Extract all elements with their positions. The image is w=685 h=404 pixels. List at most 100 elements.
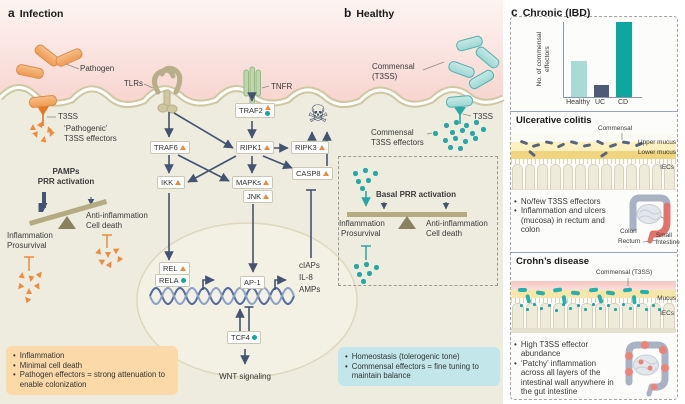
il8-label: IL-8 [299, 273, 313, 282]
prosurvival-label-b: Prosurvival [341, 229, 381, 238]
crohns-effector-dot-icon [562, 303, 565, 306]
crohns-effector-dot-icon [533, 303, 536, 306]
crohns-patches [625, 341, 669, 391]
t3ss-syringe-commensal-icon [454, 107, 466, 124]
uc-iecs-label: IECs [660, 164, 674, 171]
anti-inflammation-label-b: Anti-inflammation [426, 219, 488, 228]
commensal-effector-icon [464, 123, 469, 128]
pathogenic-effectors-label-2: T3SS effectors [64, 134, 117, 143]
crohns-effector-dot-icon [540, 307, 543, 310]
node-ikk: IKK [157, 176, 186, 189]
summary-bullet: Inflammation [13, 351, 171, 361]
commensal-effector-icon [353, 171, 358, 176]
node-tcf4: TCF4 [227, 331, 261, 344]
uc-epithelium-illustration [511, 134, 676, 190]
crohns-effector-dot-icon [658, 308, 661, 311]
crohns-effector-dot-icon [607, 304, 610, 307]
wnt-signaling-label: WNT signaling [219, 372, 271, 381]
cell-death-label-a: Cell death [86, 221, 123, 230]
crohns-bullets: •High T3SS effector abundance •‘Patchy’ … [514, 340, 614, 397]
chart-category-uc: UC [594, 99, 606, 106]
node-ripk3: RIPK3 [291, 141, 329, 154]
anti-inflammation-label-a: Anti-inflammation [86, 211, 148, 220]
chart-category-healthy: Healthy [566, 99, 590, 106]
node-rela: RELA [155, 274, 190, 287]
small-intestine-label: Small intestine [656, 232, 680, 247]
teal-connectors [361, 191, 371, 260]
section-divider [510, 111, 677, 112]
commensal-effector-icon [481, 127, 486, 132]
brush-border [511, 159, 676, 164]
crohns-mucus [511, 290, 676, 298]
crohns-effector-dot-icon [584, 308, 587, 311]
crohns-iec-cells [511, 303, 676, 328]
arrow-tlr-ripk1 [173, 112, 234, 149]
pathogenic-effectors-label-1: ‘Pathogenic’ [64, 124, 108, 133]
pathogen-effector-target-icon [179, 145, 186, 150]
crohns-effector-dot-icon [637, 304, 640, 307]
rectum-label: Rectum [618, 238, 641, 245]
node-traf2: TRAF2 [235, 103, 275, 118]
commensal-effector-icon [448, 145, 453, 150]
commensal-label-1: Commensal [372, 62, 415, 71]
crohns-commensal-bacterium-icon [639, 289, 650, 294]
panel-b-tag: b [344, 6, 352, 20]
commensal-effector-target-icon [180, 278, 186, 283]
commensal-effector-icon [354, 264, 359, 269]
commensal-label-2: (T3SS) [372, 72, 398, 81]
mucus-label: Mucus [657, 295, 676, 302]
chart-bar [616, 22, 632, 97]
crohns-effector-dot-icon [520, 304, 523, 307]
commensal-effector-icon [470, 131, 475, 136]
pathogenic-effector-icon [27, 275, 35, 283]
infection-summary-box: Inflammation Minimal cell death Pathogen… [6, 346, 178, 395]
uc-upper-mucus [511, 142, 676, 151]
balance-fulcrum-b [398, 216, 416, 229]
commensal-effector-target-icon [265, 111, 271, 116]
tlrs-label: TLRs [123, 79, 143, 88]
crohns-section-title: Crohn’s disease [516, 256, 590, 267]
t3ss-label-a: T3SS [58, 112, 79, 121]
dna-strand-2 [149, 287, 295, 305]
crohns-effector-dot-icon [629, 307, 632, 310]
commensal-effectors-label-1: Commensal [371, 128, 414, 137]
cell-death-label-b: Cell death [426, 229, 463, 238]
crohns-epithelium-illustration [511, 281, 676, 333]
crohns-commensal-bacterium-icon [570, 290, 581, 295]
commensal-effector-icon [444, 123, 449, 128]
commensal-effector-icon [363, 168, 368, 173]
pathogen-label: Pathogen [80, 64, 115, 73]
summary-bullet: Pathogen effectors = strong attenuation … [13, 370, 171, 389]
inflammation-label-b: Inflammation [339, 219, 385, 228]
node-mapks: MAPKs [232, 176, 274, 189]
crohns-commensal-bacterium-icon [632, 295, 637, 305]
crohns-effector-dot-icon [599, 307, 602, 310]
commensal-effector-icon [454, 120, 459, 125]
pathogenic-effector-icon [26, 288, 32, 294]
node-jnk: JNK [243, 190, 274, 203]
section-divider [510, 252, 677, 253]
pathogenic-effector-icon [40, 135, 48, 143]
commensal-effector-icon [474, 120, 479, 125]
commensal-effectors-label-2: T3SS effectors [371, 138, 424, 147]
amps-label: AMPs [299, 285, 321, 294]
lower-mucus-label: Lower mucus [637, 149, 676, 156]
crohns-commensal-label: Commensal (T3SS) [596, 269, 653, 276]
pathogen-effector-target-icon [264, 105, 271, 110]
commensal-effector-icon [356, 179, 361, 184]
commensal-effector-target-icon [251, 335, 257, 340]
crohns-effector-dot-icon [645, 308, 648, 311]
commensal-effector-icon [463, 139, 468, 144]
crohns-effector-dot-icon [526, 308, 529, 311]
upper-mucus-label: Upper mucus [637, 139, 676, 146]
panel-c-tag: c [511, 5, 518, 19]
brush-border [511, 298, 676, 303]
chart-bar [594, 85, 609, 97]
ciaps-label: cIAPs [299, 261, 320, 270]
pamps-label: PAMPs [52, 167, 80, 176]
pathogen-effector-target-icon [322, 171, 329, 176]
summary-bullet: Homeostasis (tolerogenic tone) [345, 352, 493, 362]
chart-y-axis-label: No. of commensal effectors [535, 31, 551, 87]
